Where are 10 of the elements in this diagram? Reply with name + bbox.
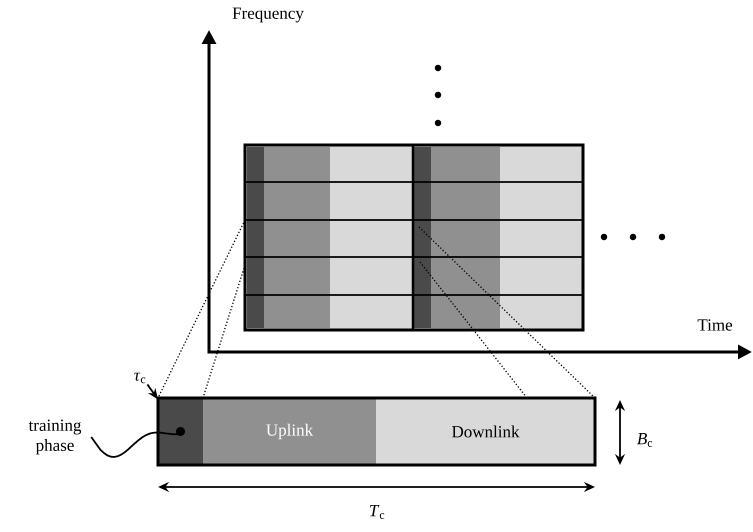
annotation-text: training phase (28, 420, 82, 454)
tau-label: τ$_{c}$ (134, 372, 146, 384)
uplink-segment: Uplink (203, 399, 376, 464)
dimension-label: T$_{c}$ (370, 505, 384, 519)
training-segment (158, 399, 203, 464)
dimension-label: B$_{c}$ (637, 433, 652, 447)
downlink-segment: Downlink (376, 399, 595, 464)
axis-title: Time (698, 319, 732, 331)
leader-line (90, 426, 185, 458)
axis-title: Frequency (232, 8, 304, 22)
